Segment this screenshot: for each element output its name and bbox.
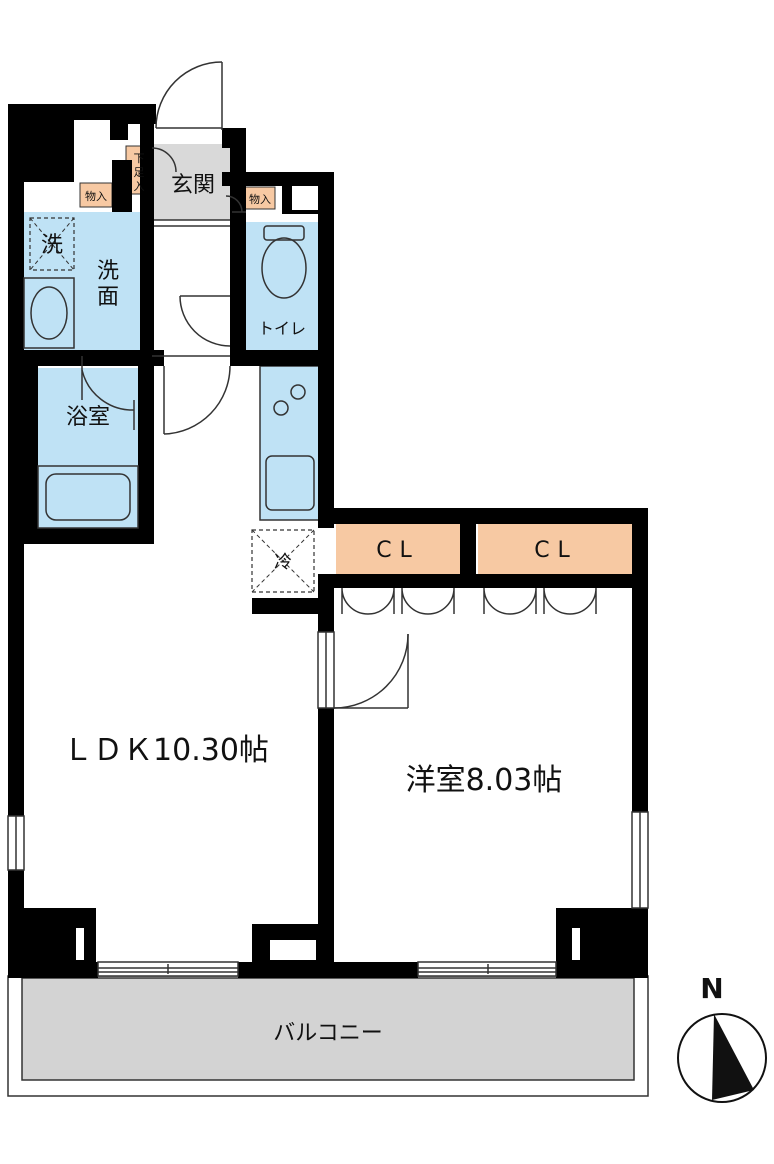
bathroom-label: 浴室 (66, 405, 110, 430)
storage-right-label: 物入 (249, 192, 271, 206)
windows (7, 631, 649, 977)
western-room-label: 洋室8.03帖 (406, 763, 563, 798)
entrance-area (154, 144, 230, 220)
shoe-storage-label: 下 (134, 152, 145, 165)
closet-1-label: CL (376, 538, 420, 563)
toilet-label: トイレ (258, 319, 306, 338)
closet-2-label: CL (534, 538, 578, 563)
washer-label: 洗 (41, 233, 63, 258)
stove-burners (273, 384, 306, 416)
entrance-label: 玄関 (171, 173, 215, 198)
closet-2-area (478, 524, 634, 574)
walls (8, 104, 648, 978)
fridge-label: 冷 (274, 552, 292, 573)
north-compass: N (677, 972, 767, 1103)
washroom-area (22, 212, 140, 352)
washroom-label-2: 面 (97, 285, 119, 310)
storage-left-label: 物入 (85, 189, 107, 203)
kitchen-counter (259, 365, 321, 521)
shoe-storage-label-2: 足 (134, 166, 145, 179)
toilet-fixture (261, 225, 307, 299)
washroom-label-1: 洗 (97, 259, 119, 284)
balcony-label: バルコニー (273, 1021, 383, 1046)
doors (81, 61, 597, 709)
bathtub (37, 465, 139, 529)
storage-left-box (79, 182, 113, 208)
balcony-area (21, 977, 635, 1081)
shoe-storage-label-3: 入 (134, 180, 145, 193)
ldk-label: ＬＤＫ10.30帖 (63, 733, 269, 768)
bathroom-area (38, 368, 138, 528)
toilet-area (246, 222, 320, 352)
north-label: N (700, 972, 723, 1005)
fridge-space (251, 529, 315, 593)
washbasin (23, 277, 75, 349)
kitchen-sink (265, 455, 315, 511)
closet-1-area (336, 524, 460, 574)
washer-pan (29, 217, 75, 271)
